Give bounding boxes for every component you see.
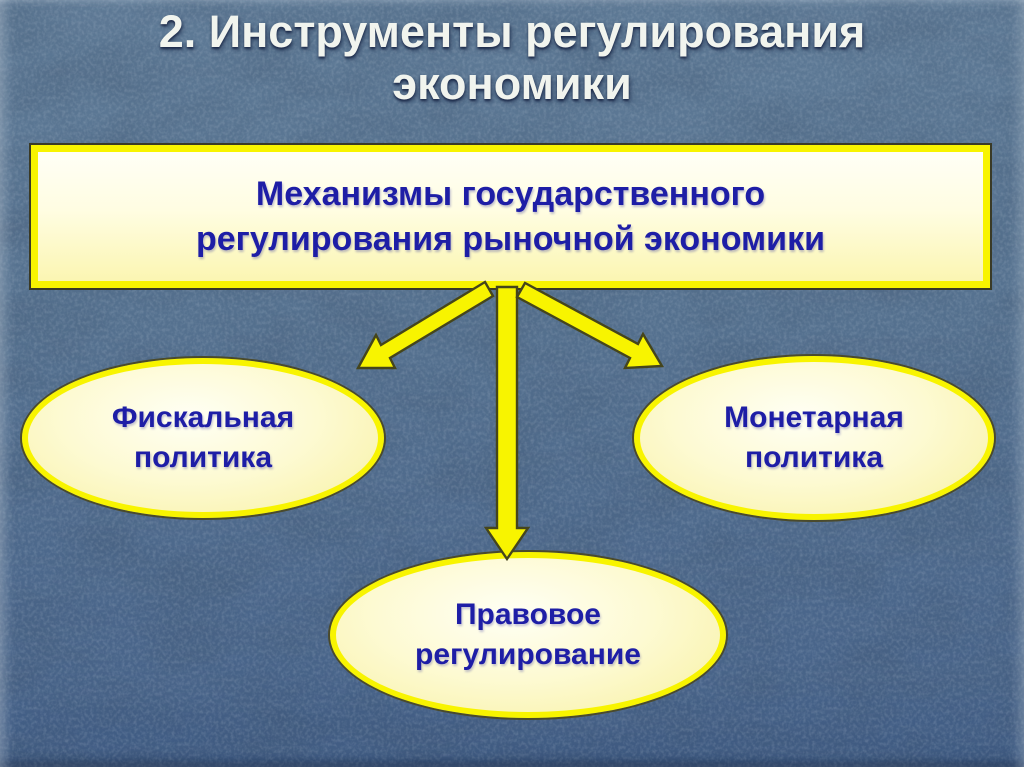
mechanisms-box-line-1: Механизмы государственного [255, 174, 766, 213]
node-fiscal-policy-line-1: Фискальная [111, 401, 295, 434]
arrow-to-legal-regulation [483, 285, 531, 562]
node-monetary-policy: Монетарная политика [634, 356, 994, 520]
node-legal-regulation: Правовое регулирование [330, 552, 726, 718]
node-legal-regulation-line-1: Правовое [454, 598, 601, 631]
node-monetary-policy-line-1: Монетарная [724, 401, 904, 434]
slide-title-line-1: 2. Инструменты регулирования [158, 6, 866, 57]
slide-title: 2. Инструменты регулирования экономики [0, 6, 1024, 110]
mechanisms-box: Механизмы государственного регулирования… [29, 143, 992, 290]
mechanisms-box-line-2: регулирования рыночной экономики [195, 219, 826, 258]
node-fiscal-policy-line-2: политика [133, 441, 273, 474]
slide-title-line-2: экономики [392, 58, 632, 109]
node-fiscal-policy: Фискальная политика [22, 358, 384, 518]
node-monetary-policy-line-2: политика [744, 441, 884, 474]
arrow-to-fiscal-policy [355, 280, 495, 370]
node-legal-regulation-line-2: регулирование [415, 638, 641, 671]
arrow-to-monetary-policy [515, 281, 665, 370]
